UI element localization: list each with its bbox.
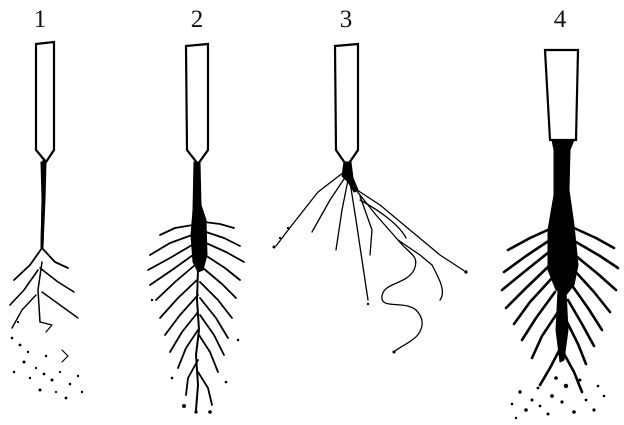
panel-3-label: 3	[340, 6, 353, 33]
panel-2: 2	[148, 6, 244, 414]
panel-3: 3	[273, 6, 468, 354]
panel-2-label: 2	[191, 6, 204, 33]
panel-4-label: 4	[554, 6, 567, 33]
needle-tip-with-sparse-branching-icon	[10, 42, 83, 399]
needle-tip-with-dense-branching-icon	[148, 44, 244, 414]
panel-1: 1	[10, 6, 83, 399]
panel-1-label: 1	[34, 6, 47, 33]
needle-tip-with-thin-wavy-filaments-icon	[273, 44, 468, 354]
needle-tip-with-thick-trunk-branching-icon	[502, 50, 618, 419]
panel-4: 4	[502, 6, 618, 419]
